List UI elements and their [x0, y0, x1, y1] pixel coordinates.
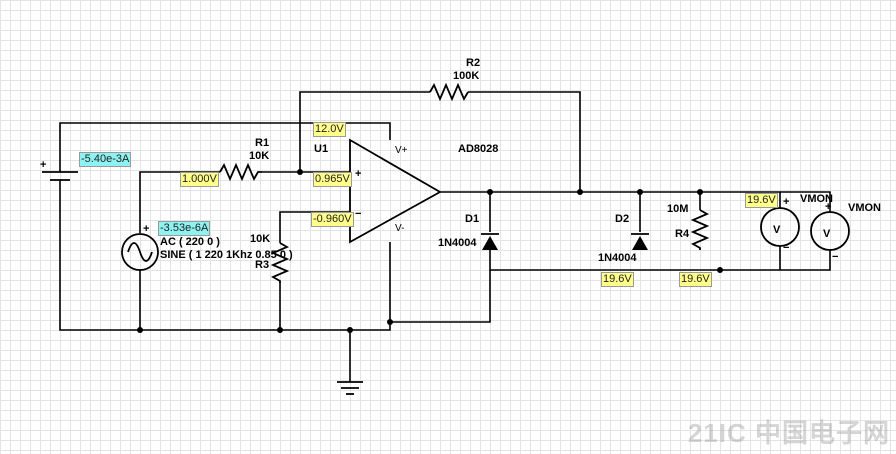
d2-part-label: 1N4004 — [598, 252, 637, 264]
d2-ref-label: D2 — [615, 213, 629, 225]
probe-minus-input-voltage[interactable]: -0.960V — [311, 212, 354, 227]
diode-d1[interactable] — [481, 233, 499, 250]
opamp-minus-input-sign: − — [355, 208, 361, 220]
wire-battery-top — [59, 122, 391, 172]
wire-output-vmon2 — [780, 191, 831, 212]
vmon1-label: VMON — [800, 193, 833, 205]
junction-dot — [387, 319, 393, 325]
ac-source-params-line2: SINE ( 1 220 1Khz 0.85 0 ) — [160, 249, 293, 261]
probe-vmon-voltage[interactable]: 19.6V — [745, 193, 778, 208]
wire-feedback-right — [468, 91, 581, 192]
r2-resistor[interactable] — [429, 82, 469, 102]
r1-ref-label: R1 — [255, 137, 269, 149]
junction-dot — [697, 189, 703, 195]
ground-symbol — [337, 381, 363, 395]
r4-value-label: 10M — [667, 203, 688, 215]
voltmeter-vmon2[interactable]: V + − — [810, 201, 850, 263]
junction-dot — [297, 169, 303, 175]
junction-dot — [277, 327, 283, 333]
wires — [59, 91, 831, 382]
r1-resistor[interactable] — [219, 162, 262, 182]
battery-symbol[interactable]: + — [40, 159, 78, 181]
probe-supply-voltage[interactable]: 12.0V — [313, 122, 346, 137]
vmon2-plus-sign: + — [825, 201, 831, 213]
d1-part-label: 1N4004 — [438, 237, 477, 249]
vmon2-label: VMON — [848, 202, 881, 214]
r2-value-label: 100K — [453, 70, 479, 82]
probe-r1-voltage[interactable]: 1.000V — [180, 172, 219, 187]
junction-dot — [347, 327, 353, 333]
vmon1-minus-sign: − — [783, 242, 789, 254]
opamp-vminus-pin-label: V- — [395, 223, 404, 234]
probe-r4-voltage[interactable]: 19.6V — [679, 272, 712, 287]
junctions — [137, 169, 723, 333]
wire-battery-bottom — [59, 180, 391, 331]
watermark-logo: 21IC 中国电子网 — [687, 418, 890, 448]
r2-ref-label: R2 — [466, 57, 480, 69]
r4-resistor[interactable] — [690, 209, 710, 250]
vmon2-minus-sign: − — [832, 251, 838, 263]
wire-d1-bottom — [390, 250, 491, 323]
opamp-plus-input-sign: + — [355, 168, 361, 180]
junction-dot — [717, 267, 723, 273]
vmon2-meter-letter: V — [823, 228, 831, 240]
vmon1-meter-letter: V — [773, 224, 781, 236]
vmon1-plus-sign: + — [783, 196, 789, 208]
opamp-vplus-pin-label: V+ — [395, 145, 408, 156]
probe-plus-input-voltage[interactable]: 0.965V — [313, 172, 352, 187]
ac-source-plus-sign: + — [143, 223, 149, 235]
diode-d2[interactable] — [631, 233, 649, 250]
r3-resistor[interactable] — [270, 242, 290, 283]
junction-dot — [577, 189, 583, 195]
r3-value-label: 10K — [250, 233, 270, 245]
opamp-u1[interactable] — [349, 138, 442, 244]
opamp-part-label: AD8028 — [458, 143, 498, 155]
ac-source-params-line1: AC ( 220 0 ) — [160, 236, 220, 248]
junction-dot — [137, 327, 143, 333]
r1-value-label: 10K — [249, 150, 269, 162]
probe-d2-voltage[interactable]: 19.6V — [601, 272, 634, 287]
voltmeter-vmon1[interactable]: V + − — [760, 196, 800, 254]
junction-dot — [487, 189, 493, 195]
r4-ref-label: R4 — [675, 228, 690, 240]
opamp-ref-label: U1 — [314, 143, 328, 155]
junction-dot — [637, 189, 643, 195]
ac-source-symbol[interactable]: + — [121, 223, 159, 271]
wire-return-bus — [490, 250, 831, 271]
probe-battery-current[interactable]: -5.40e-3A — [79, 152, 132, 167]
battery-plus-sign: + — [40, 159, 46, 171]
r3-ref-label: R3 — [255, 259, 269, 271]
d1-ref-label: D1 — [465, 213, 479, 225]
probe-source-current[interactable]: -3.53e-6A — [158, 221, 211, 236]
wire-feedback-left — [299, 91, 430, 172]
